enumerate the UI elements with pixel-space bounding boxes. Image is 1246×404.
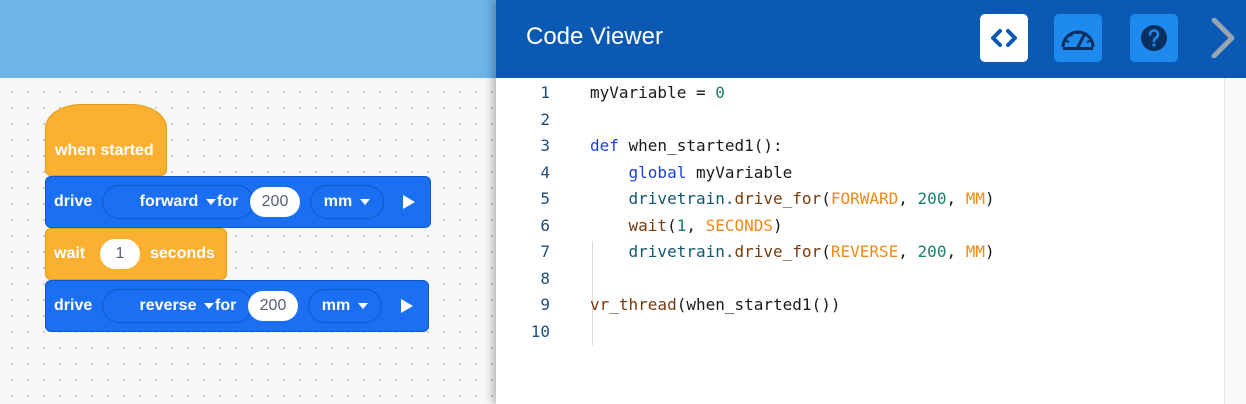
drive-reverse-block[interactable]: drive reverse for 200 mm [45,280,429,332]
code-token: drive_for [734,242,822,261]
code-token: ( [821,242,831,261]
line-number: 5 [540,189,550,208]
unit-dropdown[interactable]: mm [308,289,382,323]
drive-forward-block[interactable]: drive forward for 200 mm [45,176,431,228]
code-line: drivetrain.drive_for(FORWARD, 200, MM) [590,189,995,208]
code-token: ( [667,215,677,235]
direction-dropdown[interactable]: reverse [102,289,252,323]
line-number: 9 [540,295,550,314]
code-line: def when_started1(): [590,136,783,155]
indent-guide [592,241,593,345]
unit-value: mm [323,193,353,210]
code-line: global myVariable [590,162,793,182]
line-number: 3 [540,136,550,155]
seconds-label: seconds [150,245,215,262]
drive-label: drive [54,193,93,210]
code-token: vr_thread [590,295,677,314]
code-token: , [898,242,918,261]
code-token: MM [965,242,985,261]
line-number: 7 [540,242,550,261]
code-line: vr_thread(when_started1()) [590,295,840,314]
line-number: 10 [530,321,550,341]
code-token: ) [773,215,783,235]
code-line: myVariable = 0 [590,83,725,102]
editor-scrollbar[interactable] [1224,78,1246,404]
play-icon[interactable] [403,195,415,209]
line-number: 8 [540,268,550,288]
line-number: 2 [540,109,550,129]
code-token: drive_for [734,189,822,208]
workspace-header [0,0,496,78]
help-button[interactable] [1130,14,1178,62]
direction-value: forward [139,193,199,210]
collapse-chevron-icon[interactable] [1202,18,1242,58]
when-started-block[interactable]: when started [45,104,167,176]
code-token: drivetrain. [590,242,735,261]
code-token: MM [965,189,985,208]
wait-block[interactable]: wait 1 seconds [45,228,227,280]
caret-down-icon [206,199,217,205]
unit-dropdown[interactable]: mm [310,185,384,219]
code-line: wait(1, SECONDS) [590,216,783,235]
code-token: FORWARD [830,189,899,208]
code-token: drivetrain. [590,189,735,208]
when-started-label: when started [55,142,154,159]
code-token: 200 [917,189,947,208]
code-token: (when_started1()) [676,295,841,314]
wait-value: 1 [115,245,125,262]
code-viewer-panel: Code Viewer [496,0,1246,404]
caret-down-icon [360,199,371,205]
code-token: myVariable [695,162,793,182]
code-token: , [686,215,706,235]
code-token: global [628,162,696,182]
code-token: 1 [676,215,687,235]
dashboard-button[interactable] [1054,14,1102,62]
code-token: , [946,189,966,208]
code-view-button[interactable] [980,14,1028,62]
code-token: myVariable = [590,83,716,102]
distance-value: 200 [259,297,287,314]
for-label: for [215,297,237,314]
code-token: SECONDS [705,215,774,235]
distance-input[interactable]: 200 [250,187,300,217]
play-icon[interactable] [401,299,413,313]
caret-down-icon [204,303,215,309]
code-token: wait [590,215,668,235]
distance-value: 200 [261,193,289,210]
unit-value: mm [321,297,351,314]
code-token: ) [984,242,995,261]
direction-dropdown[interactable]: forward [102,185,254,219]
code-token: 0 [715,83,725,102]
code-token: when_started1(): [628,136,783,155]
for-label: for [217,193,239,210]
distance-input[interactable]: 200 [248,291,298,321]
code-token: def [590,136,629,155]
code-line: drivetrain.drive_for(REVERSE, 200, MM) [590,242,995,261]
code-token: , [898,189,918,208]
wait-value-input[interactable]: 1 [100,239,140,269]
caret-down-icon [358,303,369,309]
line-number: 1 [540,83,550,102]
code-viewer-title: Code Viewer [526,23,663,50]
wait-label: wait [54,245,86,262]
code-token: 200 [917,242,947,261]
code-token: REVERSE [830,242,899,261]
code-token [590,163,629,182]
drive-label: drive [54,297,93,314]
code-token: ) [984,189,995,208]
code-viewer-header: Code Viewer [496,0,1246,78]
dashboard-gauge-icon [1061,30,1095,50]
line-number: 4 [540,162,550,182]
direction-value: reverse [139,297,197,314]
code-token: , [946,242,966,261]
code-token: ( [821,189,831,208]
block-workspace: when started drive forward for 200 mm wa… [0,0,496,404]
code-brackets-icon [991,29,1017,47]
line-number: 6 [540,215,550,235]
help-question-icon [1141,25,1167,51]
